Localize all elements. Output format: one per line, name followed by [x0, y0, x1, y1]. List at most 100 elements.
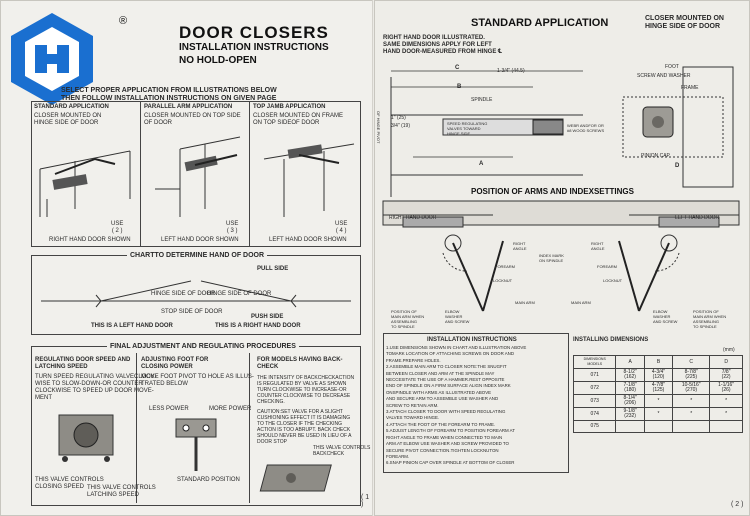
closer-valve-diagram: [58, 414, 114, 462]
table-header-cell: B: [643, 355, 674, 369]
illustrated-note: RIGHT HAND DOOR ILLUSTRATED. SAME DIMENS…: [383, 35, 502, 55]
main-arm-left: MAIN ARM: [515, 300, 535, 305]
dimensions-table: DIMENSIONS MODELS A B C D 071 8-1/2" (16…: [572, 355, 743, 433]
arms-heading: POSITION OF ARMS AND INDEXSETTINGS: [471, 187, 634, 196]
left-door-label: LEFT HAND DOOR: [675, 215, 720, 221]
table-cell: 7/8" (22): [709, 368, 743, 382]
right-door-label: RIGHT HAND DOOR: [389, 215, 437, 221]
more-power-label: MORE POWER: [209, 406, 252, 412]
speed-note-1: THIS VALVE CONTROLS CLOSING SPEED: [35, 477, 104, 490]
table-header-cell: A: [615, 355, 645, 369]
table-cell: 4-3/4" (120): [643, 368, 674, 382]
table-unit: (mm): [723, 347, 735, 353]
app-standard-title: STANDARD APPLICATION: [34, 104, 109, 110]
foot-label: FOOT: [665, 64, 679, 70]
table-heading: INSTALLING DIMENSIONS: [573, 337, 649, 343]
table-cell: 8-1/2" (162): [615, 368, 645, 382]
table-cell: [709, 420, 743, 433]
table-cell: 074: [572, 407, 617, 421]
index-mark-label: INDEX MARK ON SPINDLE: [539, 253, 564, 263]
table-cell: *: [643, 407, 674, 421]
locknut-right: LOCKNUT: [603, 278, 623, 283]
app-topjamb-desc: CLOSER MOUNTED ON FRAME ON TOP SIDEOF DO…: [253, 113, 344, 126]
standard-application-diagram: [39, 150, 131, 217]
table-header-cell: C: [672, 355, 711, 369]
page-number-left: ( 1 ): [361, 494, 370, 508]
instructions-panel: [383, 333, 569, 473]
app-topjamb-use: USE ( 4 ): [335, 221, 348, 234]
right-hand-label: THIS IS A RIGHT HAND DOOR: [215, 323, 301, 329]
table-cell: *: [709, 394, 743, 408]
speed-text: TURN SPEED REGULATING VALVECLOCK- WISE T…: [35, 374, 157, 401]
wood-screws-label: WEBR ANDFOR OR #8 WOOD SCREWS: [567, 123, 605, 133]
forearm-right: FOREARM: [597, 264, 617, 269]
table-row: 071 8-1/2" (162) 4-3/4" (120) 8-7/8" (22…: [572, 368, 743, 382]
elbow-left: ELBOW WASHER AND SCREW: [445, 309, 470, 324]
registered-mark: ®: [119, 15, 128, 27]
table-header-cell: DIMENSIONS MODELS: [572, 355, 617, 369]
less-power-label: LESS POWER: [149, 406, 189, 412]
pull-side-label: PULL SIDE: [257, 266, 289, 272]
backcheck-valve-diagram: [259, 464, 332, 492]
arms-position-diagram: [382, 200, 740, 312]
table-cell: 075: [572, 420, 617, 433]
main-arm-right: MAIN ARM: [571, 300, 591, 305]
speed-note-2: THIS VALVE CONTROLS LATCHING SPEED: [87, 485, 156, 498]
valve-text: SPEED REGULATING VALVES TOWARD HINGE SID…: [447, 121, 488, 136]
spindle-pos-right: POSITION OF MAIN ARM WHEN ASSEMBLING TO …: [693, 309, 727, 329]
dim-b: B: [457, 84, 462, 90]
app-parallel-title: PARALLEL ARM APPLICATION: [144, 104, 233, 110]
table-cell: *: [709, 407, 743, 421]
foot-text: MOVE FOOT PIVOT TO HOLE AS ILLUS- TRATED…: [141, 374, 254, 387]
stop-side-label: STOP SIDE OF DOOR: [161, 309, 223, 315]
foot-title: ADJUSTING FOOT FOR CLOSING POWER: [141, 357, 209, 370]
pinion-cap-label: PINION CAP: [641, 153, 670, 159]
spindle-pos-left: POSITION OF MAIN ARM WHEN ASSEMBLING TO …: [391, 309, 425, 329]
app-parallel-caption: LEFT HAND DOOR SHOWN: [161, 237, 239, 243]
table-header-row: DIMENSIONS MODELS A B C D: [572, 355, 743, 369]
elbow-right: ELBOW WASHER AND SCREW: [653, 309, 678, 324]
table-cell: *: [672, 407, 711, 421]
table-header-cell: D: [709, 355, 743, 369]
screw-washer-label: SCREW AND WASHER: [637, 73, 691, 79]
right-title: STANDARD APPLICATION: [471, 17, 609, 29]
app-parallel-use: USE ( 3 ): [226, 221, 239, 234]
select-heading: SELECT PROPER APPLICATION FROM ILLUSTRAT…: [61, 87, 277, 102]
page-title: DOOR CLOSERS: [179, 23, 329, 42]
right-angle-right: RIGHT ANGLE: [591, 241, 605, 251]
table-cell: [643, 420, 674, 433]
hand-chart-heading: CHARTTO DETERMINE HAND OF DOOR: [127, 252, 268, 259]
hinge-side-label-2: HINGE SIDE OF DOOR: [207, 291, 272, 297]
spindle-label: SPINDLE: [471, 97, 493, 103]
right-page: STANDARD APPLICATION CLOSER MOUNTED ON H…: [374, 0, 750, 516]
backcheck-title: FOR MODELS HAVING BACK- CHECK: [257, 357, 343, 370]
mount-note: CLOSER MOUNTED ON HINGE SIDE OF DOOR: [645, 15, 724, 30]
frame-label: FRAME: [681, 85, 699, 91]
forearm-left: FOREARM: [495, 264, 515, 269]
hand-chart-diagram: [41, 280, 351, 308]
speed-title: REGULATING DOOR SPEED AND LATCHING SPEED: [35, 357, 131, 370]
table-row: 074 9-1/8" (232) * * *: [572, 407, 743, 421]
left-hand-label: THIS IS A LEFT HAND DOOR: [91, 323, 173, 329]
dim-d: D: [675, 163, 680, 169]
locknut-left: LOCKNUT: [493, 278, 513, 283]
instructions-heading: INSTALLATION INSTRUCTIONS: [427, 337, 517, 343]
dim-c: C: [455, 65, 460, 71]
dim-1-3-4: 1-3/4" (44.5): [497, 68, 525, 74]
foot-adjust-diagram: [175, 418, 217, 471]
right-angle-left: RIGHT ANGLE: [513, 241, 527, 251]
push-side-label: PUSH SIDE: [251, 314, 284, 320]
standard-install-diagram: [390, 66, 734, 197]
table-cell: *: [643, 394, 674, 408]
instructions-text: 1.USE DIMENSIONS SHOWN IN CHART AND ILLU…: [386, 345, 527, 466]
page-number-right: ( 2 ): [731, 501, 744, 508]
app-topjamb-caption: LEFT HAND DOOR SHOWN: [269, 237, 347, 243]
table-cell: 10-5/16" (270): [672, 381, 711, 395]
top-jamb-diagram: [263, 143, 355, 217]
app-topjamb-title: TOP JAMB APPLICATION: [253, 104, 326, 110]
app-standard-desc: CLOSER MOUNTED ON HINGE SIDE OF DOOR: [34, 113, 102, 126]
table-cell: 8-1/4" (206): [615, 394, 645, 408]
table-cell: 9-1/8" (232): [615, 407, 645, 421]
table-cell: 8-7/8" (225): [672, 368, 711, 382]
table-cell: 072: [572, 381, 617, 395]
